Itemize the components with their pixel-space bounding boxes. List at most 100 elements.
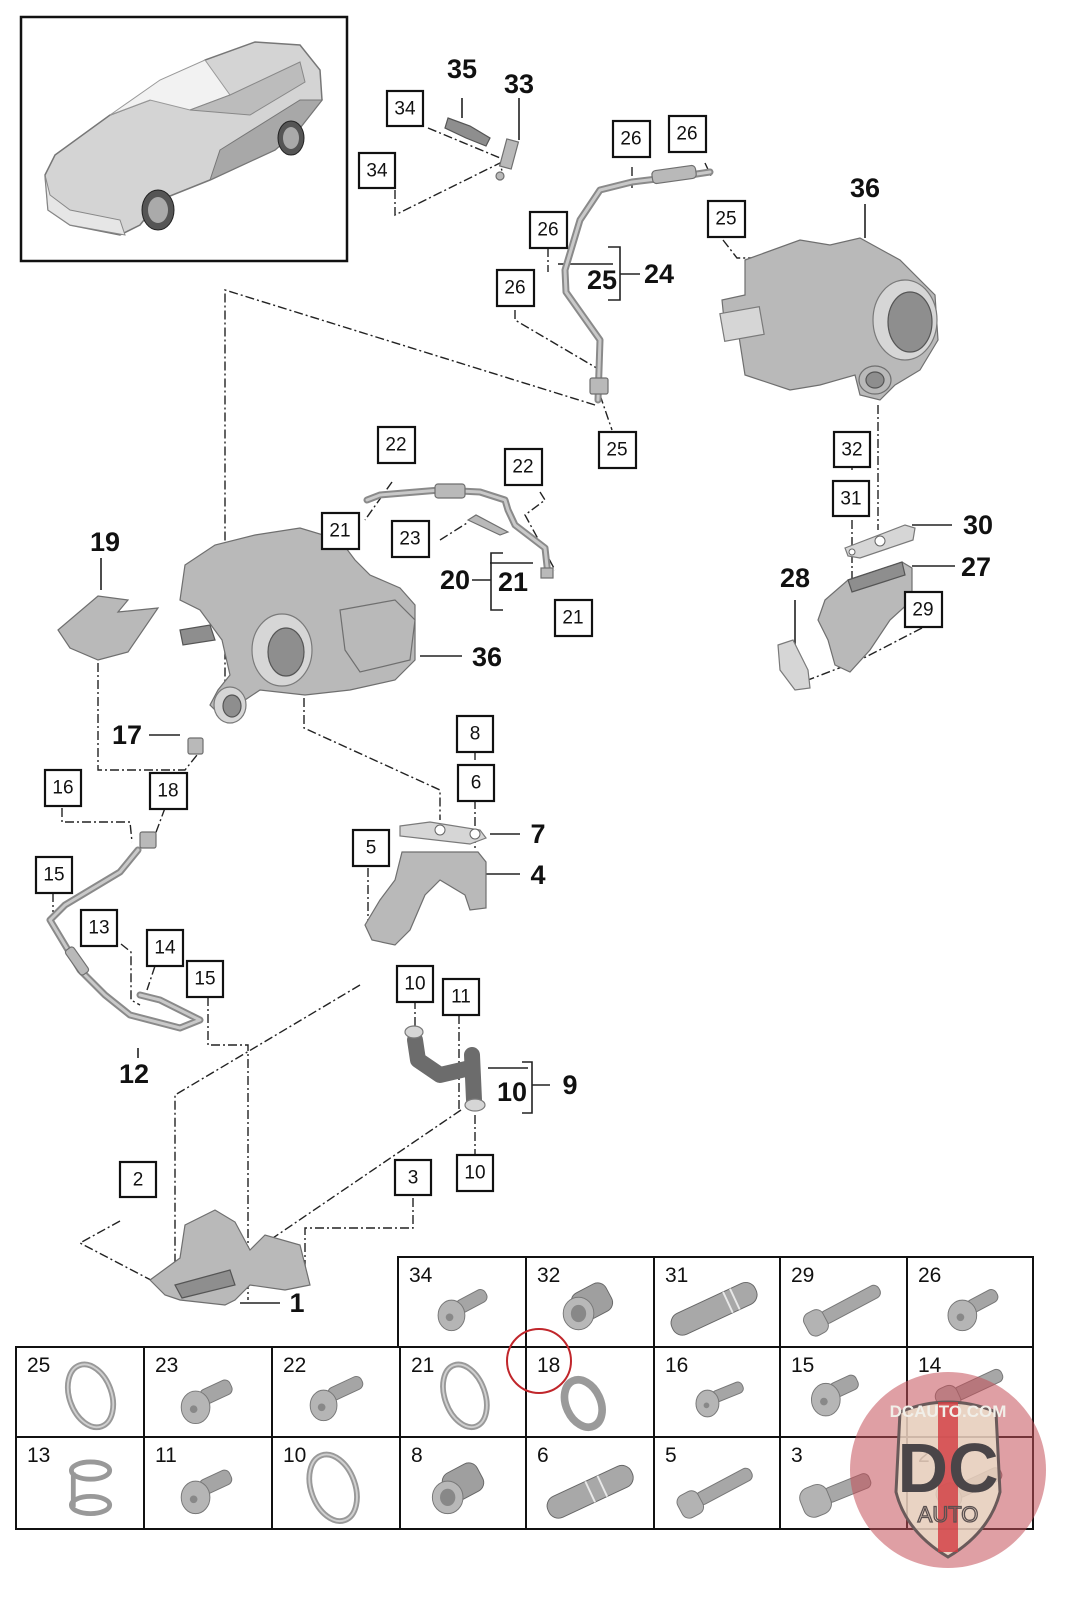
label-25[interactable]: 25 [587, 265, 617, 295]
part-gasket-28 [777, 639, 811, 691]
callout-23[interactable]: 23 [390, 519, 431, 559]
fastener-cell-25[interactable]: 25 [15, 1346, 145, 1438]
svg-text:8: 8 [470, 724, 481, 745]
callout-6[interactable]: 6 [456, 763, 496, 803]
part-gasket-30 [844, 524, 916, 559]
fastener-cell-23[interactable]: 23 [143, 1346, 273, 1438]
callout-29[interactable]: 29 [903, 590, 944, 629]
label-4[interactable]: 4 [530, 860, 545, 890]
svg-text:25: 25 [715, 209, 736, 230]
fastener-cell-16[interactable]: 16 [653, 1346, 781, 1438]
fastener-number: 6 [537, 1444, 549, 1467]
callout-5[interactable]: 5 [351, 828, 391, 868]
callout-11[interactable]: 11 [441, 977, 481, 1017]
svg-text:26: 26 [504, 278, 525, 299]
label-12[interactable]: 12 [119, 1059, 149, 1089]
fastener-cell-6[interactable]: 6 [525, 1436, 655, 1530]
callout-32[interactable]: 32 [832, 430, 872, 469]
callout-21[interactable]: 21 [320, 511, 361, 551]
fastener-cell-11[interactable]: 11 [143, 1436, 273, 1530]
fastener-cell-8[interactable]: 8 [399, 1436, 527, 1530]
part-heat-shield-19 [57, 595, 160, 661]
label-10[interactable]: 10 [497, 1077, 527, 1107]
label-27[interactable]: 27 [961, 552, 991, 582]
label-36[interactable]: 36 [472, 642, 502, 672]
callout-2[interactable]: 2 [118, 1160, 158, 1199]
fastener-number: 15 [791, 1354, 815, 1377]
dowel-pin-icon [670, 1281, 758, 1336]
callout-18[interactable]: 18 [148, 771, 189, 811]
car-overview-inset [19, 15, 349, 263]
callout-31[interactable]: 31 [831, 479, 871, 518]
callout-10[interactable]: 10 [455, 1153, 495, 1193]
label-21[interactable]: 21 [498, 567, 528, 597]
double-ring-clip-icon [68, 1459, 113, 1517]
o-ring-icon [440, 1361, 490, 1431]
fastener-cell-5[interactable]: 5 [653, 1436, 781, 1530]
callout-22[interactable]: 22 [376, 425, 417, 465]
callout-13[interactable]: 13 [79, 908, 119, 948]
callout-22[interactable]: 22 [503, 447, 544, 487]
label-35[interactable]: 35 [447, 54, 477, 84]
fastener-cell-13[interactable]: 13 [15, 1436, 145, 1530]
callout-16[interactable]: 16 [43, 768, 83, 808]
flange-bolt-icon [180, 1469, 233, 1515]
label-30[interactable]: 30 [963, 510, 993, 540]
label-28[interactable]: 28 [780, 563, 810, 593]
callout-25[interactable]: 25 [706, 199, 747, 239]
label-20[interactable]: 20 [440, 565, 470, 595]
part-oil-line-20 [363, 483, 554, 579]
label-24[interactable]: 24 [644, 259, 674, 289]
callout-26[interactable]: 26 [667, 114, 708, 154]
watermark-top-text: DCAUTO.COM [890, 1402, 1007, 1421]
callout-14[interactable]: 14 [145, 928, 185, 968]
svg-text:22: 22 [512, 457, 533, 478]
label-17[interactable]: 17 [112, 720, 142, 750]
fastener-number: 34 [409, 1264, 433, 1287]
fastener-number: 11 [155, 1444, 177, 1467]
fastener-cell-10[interactable]: 10 [271, 1436, 401, 1530]
callout-26[interactable]: 26 [611, 119, 652, 159]
fastener-cell-32[interactable]: 32 [525, 1256, 655, 1348]
label-1[interactable]: 1 [289, 1288, 304, 1318]
svg-text:13: 13 [88, 918, 109, 939]
sleeve-icon [431, 1462, 485, 1515]
fastener-cell-31[interactable]: 31 [653, 1256, 781, 1348]
label-36[interactable]: 36 [850, 173, 880, 203]
callout-25[interactable]: 25 [597, 430, 638, 470]
svg-text:11: 11 [451, 987, 471, 1008]
callout-26[interactable]: 26 [528, 210, 569, 250]
label-33[interactable]: 33 [504, 69, 534, 99]
boxed-callouts: 34 34 26 26 26 26 25 25 22 22 21 21 23 3… [34, 89, 944, 1199]
callout-10[interactable]: 10 [395, 964, 435, 1004]
svg-text:32: 32 [841, 440, 862, 461]
callout-8[interactable]: 8 [455, 714, 495, 754]
callout-34[interactable]: 34 [385, 89, 425, 128]
label-9[interactable]: 9 [562, 1070, 577, 1100]
svg-text:21: 21 [562, 608, 583, 629]
callout-26[interactable]: 26 [495, 268, 536, 308]
callout-15[interactable]: 15 [34, 855, 74, 895]
fastener-cell-21[interactable]: 21 [399, 1346, 527, 1438]
callout-21[interactable]: 21 [553, 598, 594, 638]
svg-text:10: 10 [404, 974, 425, 995]
fastener-cell-29[interactable]: 29 [779, 1256, 908, 1348]
fastener-number: 16 [665, 1354, 689, 1377]
callout-15[interactable]: 15 [185, 959, 225, 999]
fastener-cell-22[interactable]: 22 [271, 1346, 401, 1438]
callout-3[interactable]: 3 [393, 1158, 433, 1197]
fastener-cell-26[interactable]: 26 [906, 1256, 1034, 1348]
fastener-cell-34[interactable]: 34 [397, 1256, 527, 1348]
fastener-number: 22 [283, 1354, 307, 1377]
svg-text:15: 15 [43, 865, 64, 886]
fastener-number: 14 [918, 1354, 942, 1377]
label-7[interactable]: 7 [530, 819, 545, 849]
callout-34[interactable]: 34 [357, 151, 397, 190]
fastener-cell-18[interactable]: 18 [525, 1346, 655, 1438]
svg-text:29: 29 [912, 600, 933, 621]
fastener-number: 18 [537, 1354, 561, 1377]
svg-text:5: 5 [366, 838, 377, 859]
label-19[interactable]: 19 [90, 527, 120, 557]
fastener-number: 29 [791, 1264, 815, 1287]
o-ring-icon [64, 1361, 117, 1431]
